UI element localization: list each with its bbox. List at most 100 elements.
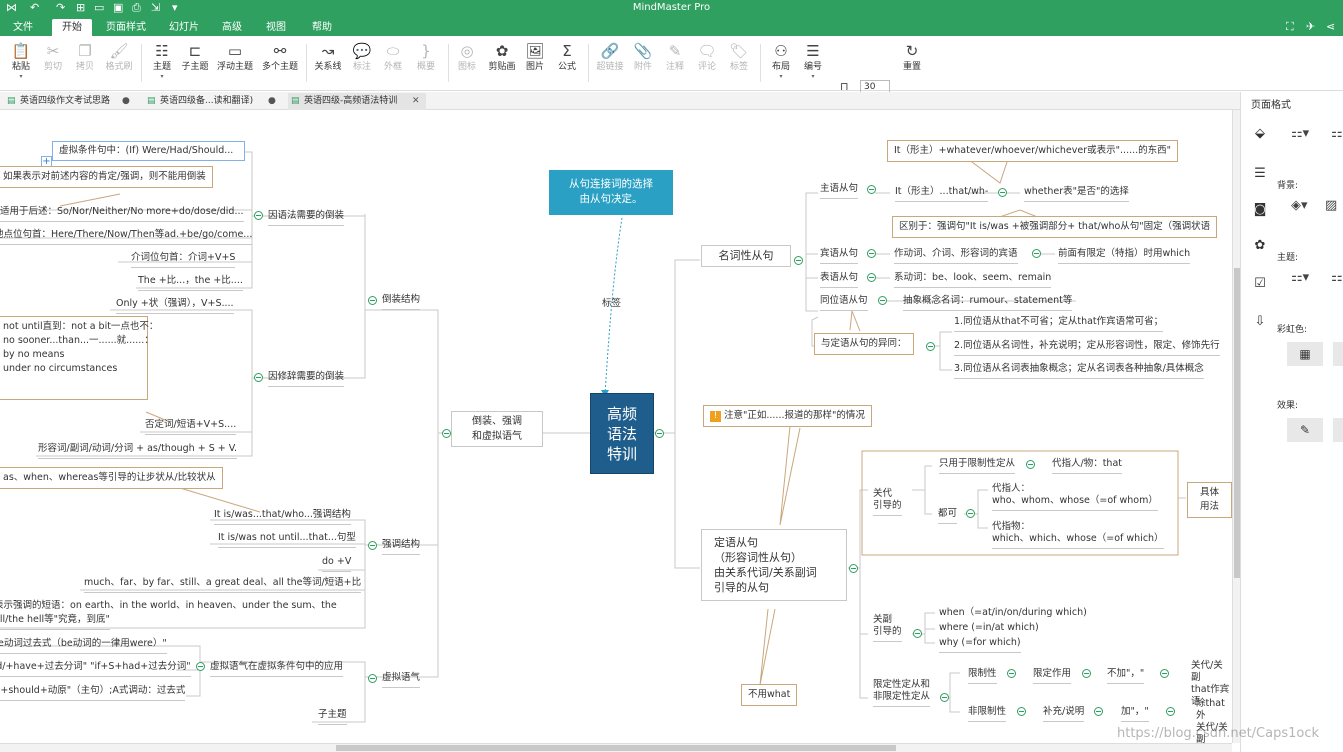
mindmap-canvas[interactable]: 高频 语法 特训 从句连接词的选择 由从句决定。 标签 倒装、强调 和虚拟语气 …: [0, 110, 1232, 743]
topic-relative-pronoun[interactable]: 关代 引导的: [873, 488, 902, 516]
save-icon[interactable]: ▣: [113, 1, 124, 14]
rainbow-option[interactable]: [1333, 342, 1343, 366]
topic-item[interactable]: hell/the hell等"究竟，到底": [0, 614, 110, 630]
collapse-icon[interactable]: [849, 564, 858, 573]
central-topic[interactable]: 高频 语法 特训: [590, 393, 654, 474]
topic-subject-clause[interactable]: 主语从句: [820, 183, 859, 199]
collapse-icon[interactable]: [1026, 460, 1035, 469]
topic-item[interactable]: It（形主）...that/wh-: [895, 186, 989, 202]
layout-grid-icon[interactable]: ⚏: [1331, 126, 1343, 141]
topic-item[interactable]: 加"，": [1121, 706, 1149, 722]
callout-button[interactable]: 💬标注: [350, 41, 374, 87]
collapse-icon[interactable]: [794, 256, 803, 265]
collapse-icon[interactable]: [368, 674, 377, 683]
theme-grid-icon[interactable]: ⚏: [1331, 270, 1343, 285]
tab-home[interactable]: 开始: [52, 19, 92, 36]
tag-button[interactable]: 🏷标签: [726, 41, 752, 87]
reset-button[interactable]: ↻重置: [898, 41, 926, 87]
cut-button[interactable]: ✂剪切: [40, 41, 66, 87]
new-icon[interactable]: ⊞: [76, 1, 86, 14]
collapse-icon[interactable]: [966, 509, 975, 518]
collapse-icon[interactable]: [1160, 669, 1169, 678]
topic-item[interactable]: "S+should+动原"（主句）;A式调动：过去式: [0, 685, 186, 701]
topic-item[interactable]: why (=for which): [939, 637, 1021, 653]
redo-icon[interactable]: ↷: [56, 1, 66, 14]
topic-relative-adverb[interactable]: 关副 引导的: [873, 614, 902, 642]
horizontal-scrollbar[interactable]: [0, 743, 1232, 752]
topic-item[interactable]: when（=at/in/on/during which): [939, 607, 1087, 618]
main-topic-noun-clause[interactable]: 名词性从句: [701, 245, 791, 267]
more-icon[interactable]: ▾: [172, 1, 178, 14]
doc-tab-1[interactable]: ▤英语四级作文考试思路●: [4, 93, 134, 110]
attachment-button[interactable]: 📎附件: [630, 41, 656, 87]
share-icon[interactable]: ✈: [1306, 20, 1316, 33]
topic-item[interactable]: 2.同位语从名词性，补充说明；定从形容词性，限定、修饰先行: [954, 340, 1220, 356]
tab-advanced[interactable]: 高级: [222, 22, 242, 33]
collapse-icon[interactable]: [1032, 249, 1041, 258]
topic-item[interactable]: 否定词/短语+V+S....: [145, 419, 237, 435]
topic-subtopic[interactable]: 子主题: [318, 709, 347, 725]
topic-restrictive[interactable]: 限制性: [968, 668, 997, 684]
floating-topic-button[interactable]: ▭浮动主题: [216, 42, 253, 72]
hyperlink-button[interactable]: 🔗超链接: [594, 41, 626, 87]
topic-item[interactable]: 补充/说明: [1043, 706, 1085, 722]
topic-item[interactable]: 代指物： which、which、whose（=of which）: [992, 521, 1164, 549]
close-icon[interactable]: ✕: [412, 96, 420, 106]
topic-item[interactable]: 系动词：be、look、seem、remain: [894, 272, 1052, 288]
doc-tab-3[interactable]: ▤英语四级-高频语法特训✕: [288, 93, 426, 110]
boundary-button[interactable]: ⬭外框: [380, 41, 406, 87]
collapse-icon[interactable]: [254, 373, 263, 382]
vertical-scrollbar[interactable]: [1232, 110, 1240, 743]
collapse-icon[interactable]: [368, 296, 377, 305]
topic-item[interactable]: Only +状（强调），V+S....: [116, 298, 234, 314]
collapse-icon[interactable]: [867, 273, 876, 282]
main-topic-inversion[interactable]: 倒装、强调 和虚拟语气: [451, 411, 543, 447]
social-share-icon[interactable]: ⋖: [1326, 20, 1336, 33]
topic-item[interactable]: 限定作用: [1033, 668, 1072, 684]
topic-grammar-inversion[interactable]: 因语法需要的倒装: [268, 210, 345, 226]
collapse-icon[interactable]: [368, 541, 377, 550]
topic-item[interactable]: 适用于后述：So/Nor/Neither/No more+do/dose/did…: [0, 206, 244, 222]
topic-item[interactable]: It is/was...that/who...强调结构: [214, 509, 351, 525]
topic-item[interactable]: 代指人： who、whom、whose（=of whom）: [992, 483, 1158, 511]
tab-page-style[interactable]: 页面样式: [106, 22, 146, 33]
collapse-icon[interactable]: [1082, 669, 1091, 678]
topic-restrictive-nonrestrictive[interactable]: 限定性定从和 非限定性定从: [873, 679, 931, 707]
topic-item[interactable]: 介词位句首：介词+V+S: [131, 252, 236, 268]
collapse-icon[interactable]: [913, 629, 922, 638]
image-button[interactable]: 🖼图片: [522, 41, 548, 87]
subtopic-button[interactable]: ⊏子主题: [181, 42, 209, 72]
collapse-icon[interactable]: [998, 188, 1007, 197]
numbering-button[interactable]: ☰编号▾: [800, 41, 826, 87]
main-topic-attributive-clause[interactable]: 定语从句 （形容词性从句） 由关系代词/关系副词 引导的从句: [701, 529, 847, 601]
collapse-icon[interactable]: [926, 342, 935, 351]
collapse-icon[interactable]: [867, 249, 876, 258]
copy-button[interactable]: ❐拷贝: [72, 41, 98, 87]
clipart-button[interactable]: ✿剪贴画: [486, 41, 518, 87]
topic-appositive-clause[interactable]: 同位语从句: [820, 295, 868, 311]
task-icon[interactable]: ☑: [1254, 276, 1266, 291]
topic-item[interactable]: 作动词、介词、形容词的宾语: [894, 248, 1018, 264]
topic-inversion-structure[interactable]: 倒装结构: [382, 294, 421, 310]
export-icon[interactable]: ⇲: [151, 1, 161, 14]
topic-item[interactable]: whether表"是否"的选择: [1024, 186, 1129, 202]
presentation-icon[interactable]: ◙: [1253, 202, 1267, 217]
theme-grid-icon[interactable]: ⚏▾: [1291, 270, 1310, 285]
topic-both[interactable]: 都可: [938, 508, 958, 524]
collapse-icon[interactable]: [1166, 707, 1175, 716]
background-image-icon[interactable]: ▨: [1325, 198, 1338, 213]
topic-button[interactable]: ☷主题▾: [150, 41, 174, 87]
collapse-icon[interactable]: [254, 211, 263, 220]
topic-restrictive-only[interactable]: 只用于限制性定从: [939, 458, 1016, 474]
open-icon[interactable]: ▭: [94, 1, 105, 14]
horizontal-scroll-thumb[interactable]: [336, 745, 896, 751]
topic-item[interactable]: much、far、by far、still、a great deal、all t…: [84, 577, 362, 593]
topic-item[interactable]: 抽象概念名词：rumour、statement等: [903, 295, 1073, 311]
topic-subjunctive[interactable]: 虚拟语气: [382, 672, 421, 688]
topic-item[interactable]: 除that外 关代/关副: [1196, 698, 1228, 743]
topic-emphasis-structure[interactable]: 强调结构: [382, 539, 421, 555]
topic-item[interactable]: be动词过去式（be动词的一律用were）": [0, 638, 167, 654]
layout-grid-icon[interactable]: ⚏▾: [1291, 126, 1310, 141]
topic-item[interactable]: 1.同位语从that不可省；定从that作宾语常可省；: [954, 316, 1164, 332]
